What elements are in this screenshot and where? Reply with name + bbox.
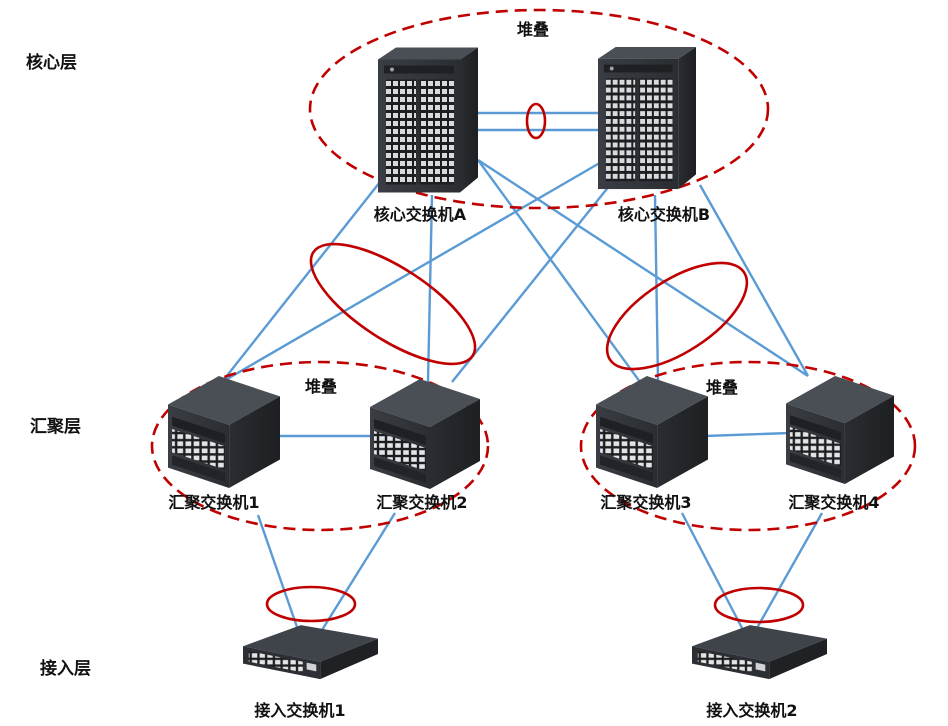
core-switch-b-icon bbox=[598, 46, 696, 190]
layer-label-access: 接入层 bbox=[40, 658, 91, 679]
stack-label-agg-left: 堆叠 bbox=[305, 377, 337, 396]
layer-label-core: 核心层 bbox=[26, 52, 77, 73]
agg-switch-2-icon bbox=[370, 379, 480, 489]
link-agg3-acc2 bbox=[680, 512, 744, 629]
agg-switch-1-icon bbox=[168, 376, 280, 488]
link-agg2-acc1 bbox=[320, 512, 397, 631]
device-label-core-a: 核心交换机A bbox=[374, 205, 467, 224]
stack-label-agg-right: 堆叠 bbox=[706, 378, 738, 397]
link-agg1-acc1 bbox=[256, 514, 300, 631]
link-coreA-agg1 bbox=[221, 181, 381, 383]
agg-switch-4-icon bbox=[786, 376, 894, 484]
access-switch-2-icon bbox=[692, 625, 827, 680]
layer-label-aggregation: 汇聚层 bbox=[30, 417, 81, 437]
device-label-agg-4: 汇聚交换机4 bbox=[788, 493, 879, 512]
link-coreA-agg2 bbox=[426, 194, 434, 383]
device-label-agg-3: 汇聚交换机3 bbox=[600, 493, 691, 512]
lag-ring-core-agg-right bbox=[605, 261, 749, 371]
device-label-agg-2: 汇聚交换机2 bbox=[376, 493, 467, 512]
link-coreB-agg4 bbox=[698, 184, 810, 377]
device-label-core-b: 核心交换机B bbox=[618, 205, 710, 224]
lag-ring-core bbox=[525, 102, 547, 140]
link-agg4-acc2 bbox=[755, 512, 824, 629]
link-coreB-agg3 bbox=[653, 194, 660, 383]
device-label-acc-1: 接入交换机1 bbox=[254, 701, 345, 720]
lag-ring-core-agg-left bbox=[309, 242, 477, 366]
device-label-acc-2: 接入交换机2 bbox=[706, 701, 797, 720]
link-coreA-agg3 bbox=[477, 159, 641, 383]
agg-stack-ring-left bbox=[150, 360, 490, 532]
agg-stack-link-right bbox=[704, 431, 791, 438]
access-switch-1-icon bbox=[243, 625, 378, 680]
link-coreA-agg4 bbox=[477, 158, 809, 378]
agg-stack-ring-right bbox=[579, 360, 917, 532]
lag-ring-acc1 bbox=[265, 585, 357, 623]
links bbox=[221, 111, 824, 631]
core-stack-ring bbox=[308, 8, 770, 210]
core-switch-a-icon bbox=[378, 47, 478, 193]
agg-switch-3-icon bbox=[596, 376, 708, 488]
lag-ring-acc2 bbox=[713, 586, 805, 624]
link-coreB-agg2 bbox=[451, 174, 619, 383]
stack-label-core: 堆叠 bbox=[517, 20, 549, 39]
link-coreB-agg1 bbox=[221, 155, 611, 384]
device-label-agg-1: 汇聚交换机1 bbox=[168, 493, 259, 512]
